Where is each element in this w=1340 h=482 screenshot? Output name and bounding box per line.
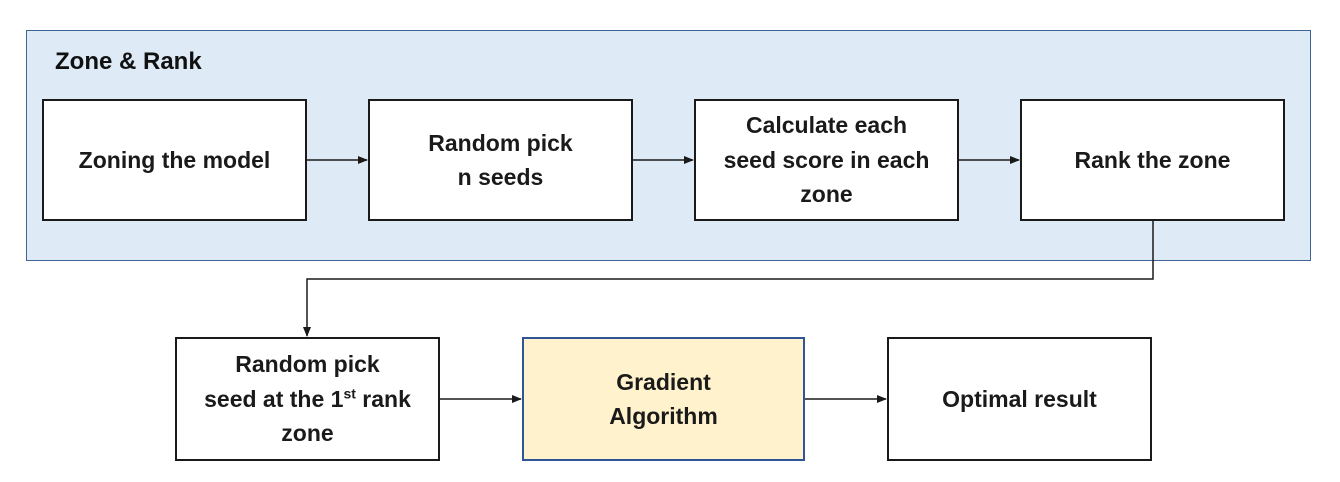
step-optimal-result: Optimal result: [887, 337, 1152, 461]
step-random-pick-n-seeds: Random pick n seeds: [368, 99, 633, 221]
step-label-line: seed score in each: [723, 146, 930, 173]
step-label: Zoning the model: [79, 143, 271, 178]
step-label-line: zone: [281, 420, 334, 447]
step-label-line: n seeds: [457, 164, 544, 190]
step-zoning-the-model: Zoning the model: [42, 99, 307, 221]
step-random-pick-first-rank-zone: Random pick seed at the 1st rank zone: [175, 337, 440, 461]
step-label-line: zone: [800, 181, 853, 208]
step-label-line: Rank the zone: [1074, 146, 1231, 173]
group-title: Zone & Rank: [55, 48, 202, 75]
step-label-line: Random pick: [428, 129, 573, 156]
ordinal-superscript: st: [343, 385, 356, 402]
step-label-text: seed at the 1: [204, 385, 344, 412]
step-label-line: Calculate each: [745, 112, 908, 139]
step-label: Calculate each seed score in each zone: [724, 108, 930, 212]
step-label-line: Optimal result: [942, 385, 1097, 412]
step-label-text: rank: [355, 385, 411, 412]
step-calculate-seed-score: Calculate each seed score in each zone: [694, 99, 959, 221]
step-rank-the-zone: Rank the zone: [1020, 99, 1285, 221]
step-label-line: Algorithm: [609, 403, 718, 429]
step-label-line: Random pick: [235, 351, 380, 378]
step-label: Optimal result: [942, 382, 1097, 417]
step-label: Random pick seed at the 1st rank zone: [204, 347, 411, 451]
step-label: Gradient Algorithm: [609, 365, 718, 434]
step-label-line: seed at the 1st rank: [204, 386, 411, 412]
step-label: Random pick n seeds: [428, 126, 572, 195]
step-gradient-algorithm: Gradient Algorithm: [522, 337, 805, 461]
step-label-line: Zoning the model: [78, 146, 271, 173]
step-label: Rank the zone: [1075, 143, 1231, 178]
step-label-line: Gradient: [616, 368, 711, 395]
